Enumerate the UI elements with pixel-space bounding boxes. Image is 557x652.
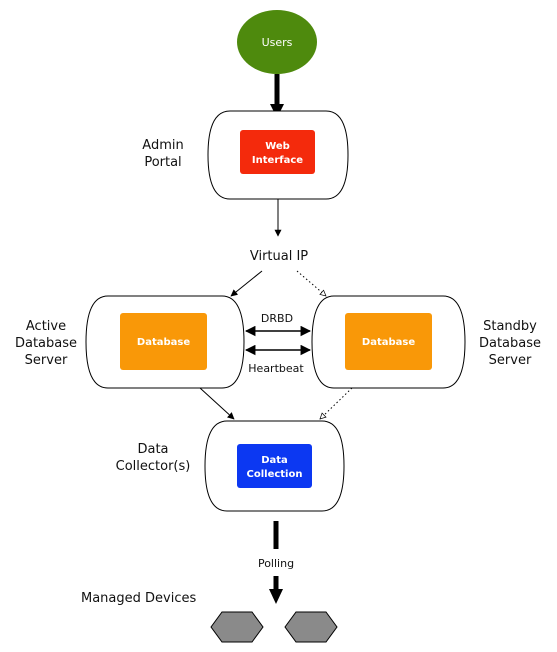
managed-device-hexagon	[210, 611, 264, 643]
drbd-label: DRBD	[261, 312, 293, 325]
web-interface-label-line2: Interface	[252, 155, 303, 166]
admin-portal-label-line2: Portal	[144, 155, 181, 170]
active-to-collector-arrow	[199, 387, 235, 420]
data-collection-node	[237, 444, 312, 488]
active-server-label-line2: Database	[15, 336, 77, 351]
polling-label: Polling	[258, 557, 294, 570]
users-label: Users	[262, 36, 293, 49]
standby-server-label-line3: Server	[489, 353, 532, 368]
standby-server-label-line2: Database	[479, 336, 541, 351]
admin-portal-label-line1: Admin	[142, 138, 183, 153]
active-database-node	[120, 313, 207, 370]
standby-database-node	[345, 313, 432, 370]
data-collection-label-line1: Data	[261, 455, 288, 466]
data-collectors-label-line2: Collector(s)	[116, 459, 191, 474]
managed-devices-label: Managed Devices	[81, 591, 196, 606]
active-database-label: Database	[137, 337, 190, 348]
heartbeat-label: Heartbeat	[248, 362, 304, 375]
vip-to-active-arrow	[230, 270, 263, 297]
polling-arrowhead	[269, 589, 283, 604]
standby-database-label: Database	[362, 337, 415, 348]
data-collectors-label-line1: Data	[137, 442, 168, 457]
vip-to-standby-arrow	[296, 270, 326, 296]
active-server-label-line1: Active	[26, 319, 66, 334]
web-interface-label-line1: Web	[265, 141, 290, 152]
users-node	[237, 10, 317, 74]
data-collection-label-line2: Collection	[247, 469, 303, 480]
virtual-ip-label: Virtual IP	[250, 249, 308, 264]
active-server-label-line3: Server	[25, 353, 68, 368]
standby-to-collector-arrow	[320, 387, 353, 419]
standby-server-label-line1: Standby	[483, 319, 537, 334]
web-interface-node	[240, 130, 315, 174]
managed-device-hexagon	[284, 611, 338, 643]
